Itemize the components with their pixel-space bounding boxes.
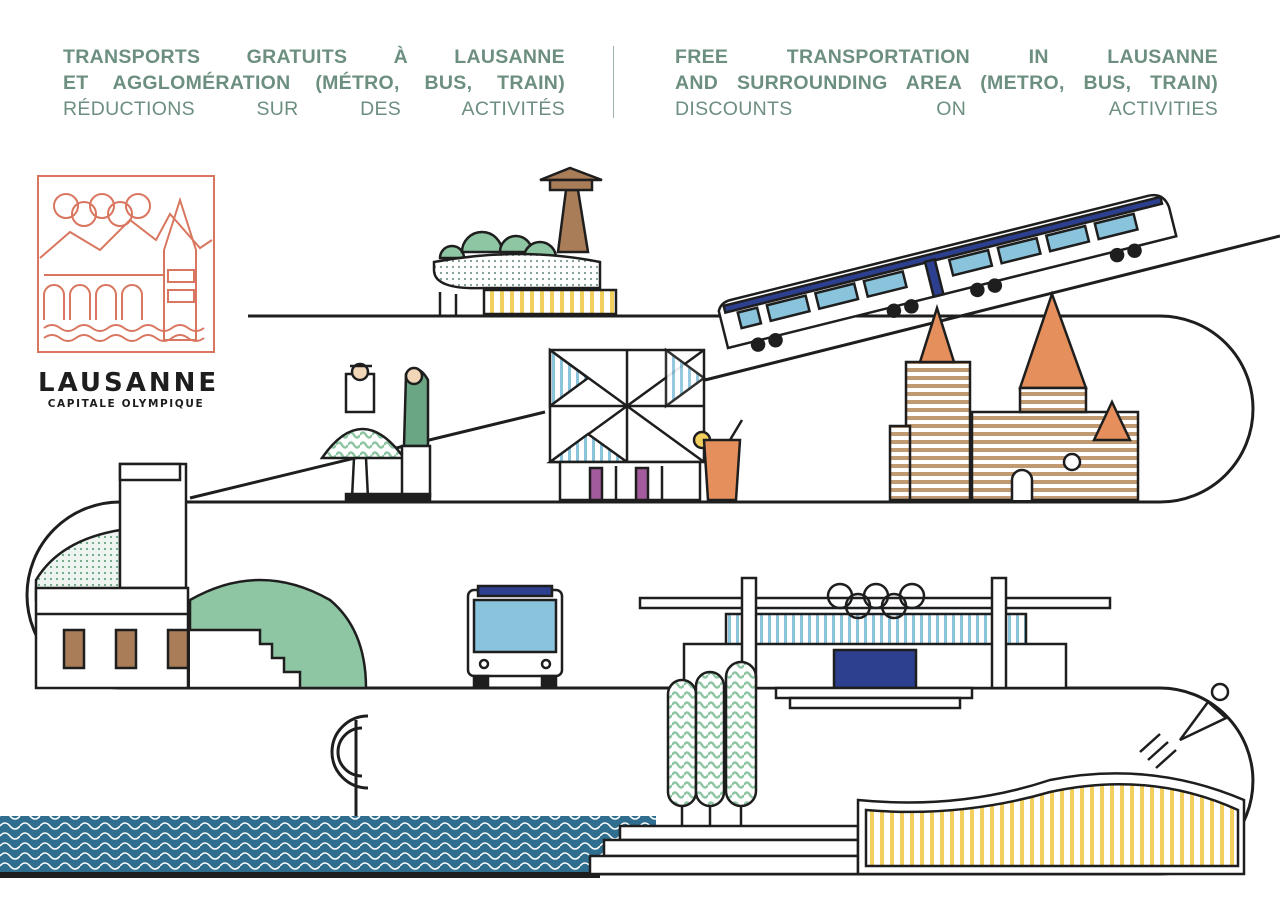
bus-icon <box>466 584 564 688</box>
modern-building <box>546 347 707 502</box>
header-fr-line3: RÉDUCTIONS SUR DES ACTIVITÉS <box>63 98 565 120</box>
header-divider <box>613 46 614 118</box>
green-hill <box>188 578 368 690</box>
cathedral-icon <box>888 290 1140 502</box>
header-en-line3: DISCOUNTS ON ACTIVITIES <box>675 98 1218 120</box>
metro-train-icon <box>717 193 1178 352</box>
traditional-figures <box>319 362 432 502</box>
curved-building <box>432 252 618 316</box>
header-en-line2: AND SURROUNDING AREA (METRO, BUS, TRAIN) <box>675 72 1218 94</box>
drink-glass-icon <box>692 419 744 502</box>
header-fr-line2: ET AGGLOMÉRATION (MÉTRO, BUS, TRAIN) <box>63 72 565 94</box>
logo-subtitle: CAPITALE OLYMPIQUE <box>47 398 205 410</box>
wavy-building <box>856 772 1246 876</box>
header-french: TRANSPORTS GRATUITS À LAUSANNE ET AGGLOM… <box>63 44 565 122</box>
badminton-shuttlecock-icon <box>1139 682 1230 769</box>
museum-olympic-rings-icon <box>826 582 926 620</box>
lakeside-steps <box>588 824 860 876</box>
cypress-trees <box>666 660 758 826</box>
city-symbol-icon <box>330 714 369 826</box>
logo-name: LAUSANNE <box>38 368 220 398</box>
left-building <box>34 462 190 690</box>
sauvabelin-tower-icon <box>539 166 603 254</box>
header-fr-line1: TRANSPORTS GRATUITS À LAUSANNE <box>63 46 565 68</box>
header-english: FREE TRANSPORTATION IN LAUSANNE AND SURR… <box>675 44 1218 122</box>
olympic-rings-icon <box>53 193 151 227</box>
header-en-line1: FREE TRANSPORTATION IN LAUSANNE <box>675 46 1218 68</box>
lake-waves-icon <box>0 816 656 878</box>
lausanne-logo <box>37 175 215 353</box>
